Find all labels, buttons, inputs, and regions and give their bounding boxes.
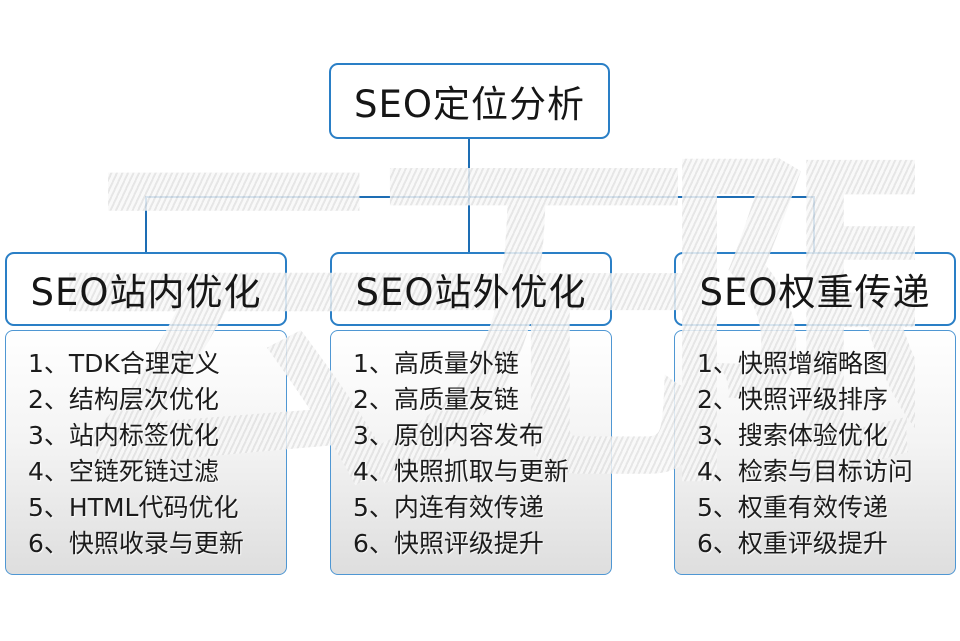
root-node-label: SEO定位分析: [354, 83, 585, 126]
list-panel-weight-transfer: 1、快照增缩略图 2、快照评级排序 3、搜索体验优化 4、检索与目标访问 5、权…: [674, 330, 956, 575]
item-list: 1、TDK合理定义 2、结构层次优化 3、站内标签优化 4、空链死链过滤 5、H…: [28, 346, 280, 562]
list-item: 3、原创内容发布: [353, 421, 544, 450]
connector-horizontal-bar: [145, 196, 815, 198]
root-node-seo-positioning: SEO定位分析: [329, 63, 610, 139]
list-item: 3、搜索体验优化: [697, 421, 888, 450]
list-item: 1、快照增缩略图: [697, 349, 888, 378]
item-list: 1、快照增缩略图 2、快照评级排序 3、搜索体验优化 4、检索与目标访问 5、权…: [697, 346, 949, 562]
connector-root-stem: [468, 139, 470, 196]
list-item: 1、高质量外链: [353, 349, 519, 378]
list-item: 5、内连有效传递: [353, 493, 544, 522]
list-item: 4、快照抓取与更新: [353, 457, 569, 486]
list-item: 5、权重有效传递: [697, 493, 888, 522]
column-header-label: SEO站外优化: [355, 271, 587, 314]
column-header-onsite: SEO站内优化: [5, 252, 287, 326]
column-header-offsite: SEO站外优化: [330, 252, 612, 326]
list-item: 6、快照收录与更新: [28, 529, 244, 558]
connector-drop-middle: [468, 196, 470, 252]
column-header-weight-transfer: SEO权重传递: [674, 252, 956, 326]
list-item: 4、检索与目标访问: [697, 457, 913, 486]
column-header-label: SEO权重传递: [699, 271, 931, 314]
list-panel-offsite: 1、高质量外链 2、高质量友链 3、原创内容发布 4、快照抓取与更新 5、内连有…: [330, 330, 612, 575]
connector-drop-right: [813, 196, 815, 252]
list-item: 4、空链死链过滤: [28, 457, 219, 486]
list-panel-onsite: 1、TDK合理定义 2、结构层次优化 3、站内标签优化 4、空链死链过滤 5、H…: [5, 330, 287, 575]
item-list: 1、高质量外链 2、高质量友链 3、原创内容发布 4、快照抓取与更新 5、内连有…: [353, 346, 605, 562]
list-item: 1、TDK合理定义: [28, 349, 220, 378]
connector-drop-left: [145, 196, 147, 252]
list-item: 6、快照评级提升: [353, 529, 544, 558]
list-item: 2、高质量友链: [353, 385, 519, 414]
list-item: 2、快照评级排序: [697, 385, 888, 414]
list-item: 2、结构层次优化: [28, 385, 219, 414]
list-item: 5、HTML代码优化: [28, 493, 239, 522]
list-item: 6、权重评级提升: [697, 529, 888, 558]
column-header-label: SEO站内优化: [30, 271, 262, 314]
list-item: 3、站内标签优化: [28, 421, 219, 450]
